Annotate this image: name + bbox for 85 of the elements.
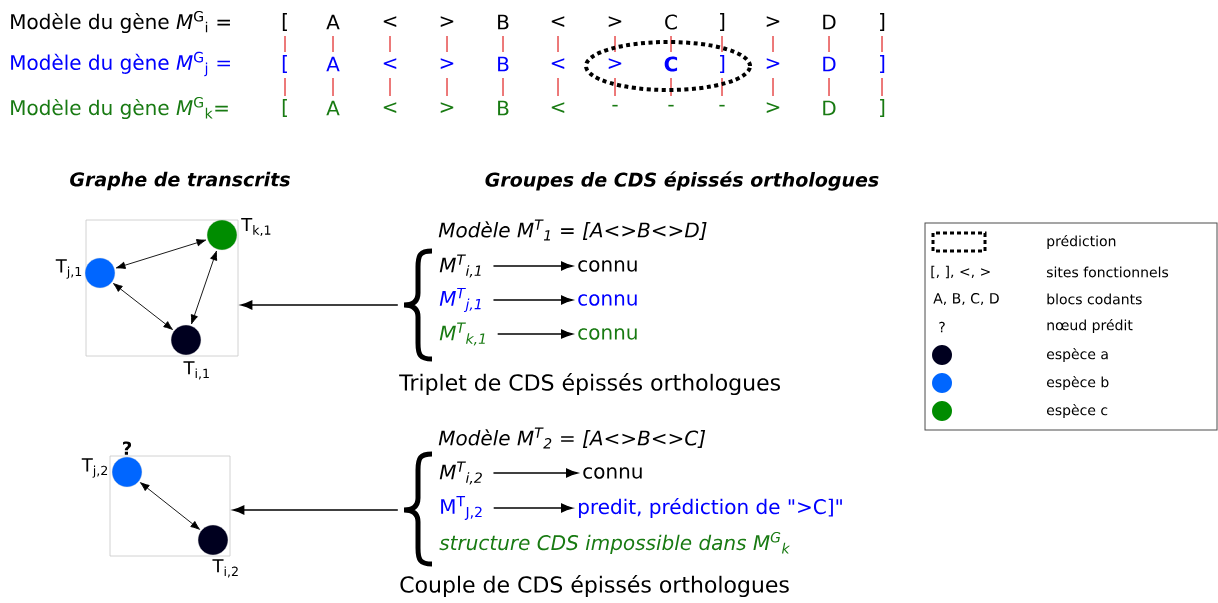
graph-frame — [85, 219, 239, 357]
arrow — [240, 300, 399, 310]
gene-token: > — [440, 58, 454, 69]
model-text: M$^{T}$k,1 — [439, 322, 485, 346]
gene-token: ] — [720, 13, 725, 31]
gene-token: ] — [720, 55, 725, 73]
legend-text: blocs codants — [1047, 293, 1142, 305]
gene-token: < — [383, 58, 397, 69]
model-text: M$^{T}$i,1 — [439, 254, 481, 278]
arrow — [115, 239, 207, 269]
gene-token: ] — [880, 99, 885, 117]
gene-token: [ — [282, 13, 287, 31]
gene-token: C — [664, 56, 678, 72]
gene-token: B — [498, 100, 509, 116]
model-heading: Modèle M$^{T}$$_{2}$ = [A<>B<>C] — [438, 427, 706, 449]
gene-token: A — [326, 100, 340, 116]
arrow — [493, 503, 573, 513]
gene-token: > — [440, 102, 454, 113]
arrow — [140, 482, 201, 530]
gene-token: - — [668, 104, 674, 107]
arrow — [497, 329, 573, 339]
arrow — [492, 261, 573, 271]
gene-token: D — [823, 56, 836, 72]
node-label: T$_{j,1}$ — [55, 259, 82, 279]
model-text: M$^{T}$J,2 — [441, 496, 482, 520]
gene-token: > — [608, 16, 622, 27]
group-caption: Couple de CDS épissés orthologues — [400, 574, 789, 598]
question-mark: ? — [123, 441, 132, 455]
gene-token: - — [612, 104, 618, 107]
legend-text: espèce b — [1047, 375, 1109, 391]
gene-token: A — [326, 56, 340, 72]
gene-token: [ — [282, 55, 287, 73]
gene-token: > — [766, 16, 780, 27]
model-text: connu — [578, 260, 637, 272]
node-label: T$_{k,1}$ — [241, 217, 271, 237]
row-label: Modèle du gène M$^{G}$$_{i}$ = — [11, 10, 230, 34]
gene-token: B — [498, 14, 509, 30]
model-text: M$^{T}$j,1 — [439, 287, 481, 313]
gene-token: ] — [880, 55, 885, 73]
gene-token: < — [551, 16, 565, 27]
arrow — [190, 250, 218, 325]
gene-token: A — [326, 14, 340, 30]
legend-text: espèce c — [1047, 403, 1108, 419]
model-text: connu — [578, 294, 637, 306]
legend-text: prédiction — [1047, 234, 1116, 250]
legend-sample: [, ], <, > — [931, 265, 990, 279]
model-heading: Modèle M$^{T}$$_{1}$ = [A<>B<>D] — [438, 219, 707, 241]
row-label: Modèle du gène M$^{G}$$_{j}$ = — [11, 51, 230, 77]
model-text: connu — [578, 328, 637, 340]
legend-sample: ? — [939, 321, 945, 333]
gene-token: B — [498, 56, 509, 72]
gene-token: [ — [282, 99, 287, 117]
node-label: T$_{i,2}$ — [212, 559, 238, 578]
gene-token: C — [665, 14, 677, 30]
gene-token: < — [551, 58, 565, 69]
gene-token: > — [766, 58, 780, 69]
model-text: M$^{T}$i,2 — [439, 461, 482, 485]
gene-token: D — [823, 100, 836, 116]
group-caption: Triplet de CDS épissés orthologues — [399, 372, 780, 396]
arrow — [113, 283, 173, 330]
model-text: structure CDS impossible dans M$^{G}$k — [439, 531, 791, 555]
gene-token: > — [766, 102, 780, 113]
gene-token: > — [440, 16, 454, 27]
column-title: Graphe de transcrits — [70, 171, 290, 191]
legend-text: nœud prédit — [1047, 318, 1133, 334]
legend-text: sites fonctionnels — [1046, 266, 1169, 278]
gene-token: - — [719, 104, 725, 107]
gene-token: ] — [880, 13, 885, 31]
gene-token: > — [608, 58, 622, 69]
arrow — [492, 295, 573, 305]
gene-token: D — [823, 14, 836, 30]
node-label: T$_{j,2}$ — [81, 458, 108, 478]
gene-token: < — [383, 102, 397, 113]
legend-text: espèce a — [1047, 347, 1108, 363]
column-title: Groupes de CDS épissés orthologues — [485, 171, 879, 191]
gene-token: < — [383, 16, 397, 27]
node-label: T$_{i,1}$ — [183, 361, 209, 380]
row-label: Modèle du gène M$^{G}$$_{k}$= — [11, 96, 228, 120]
gene-token: < — [551, 102, 565, 113]
legend-sample: A, B, C, D — [933, 293, 999, 305]
graph-frame — [109, 455, 231, 557]
model-text: predit, prédiction de ">C]" — [579, 497, 842, 519]
arrow — [232, 505, 399, 515]
arrow — [492, 468, 578, 478]
model-text: connu — [583, 467, 642, 479]
